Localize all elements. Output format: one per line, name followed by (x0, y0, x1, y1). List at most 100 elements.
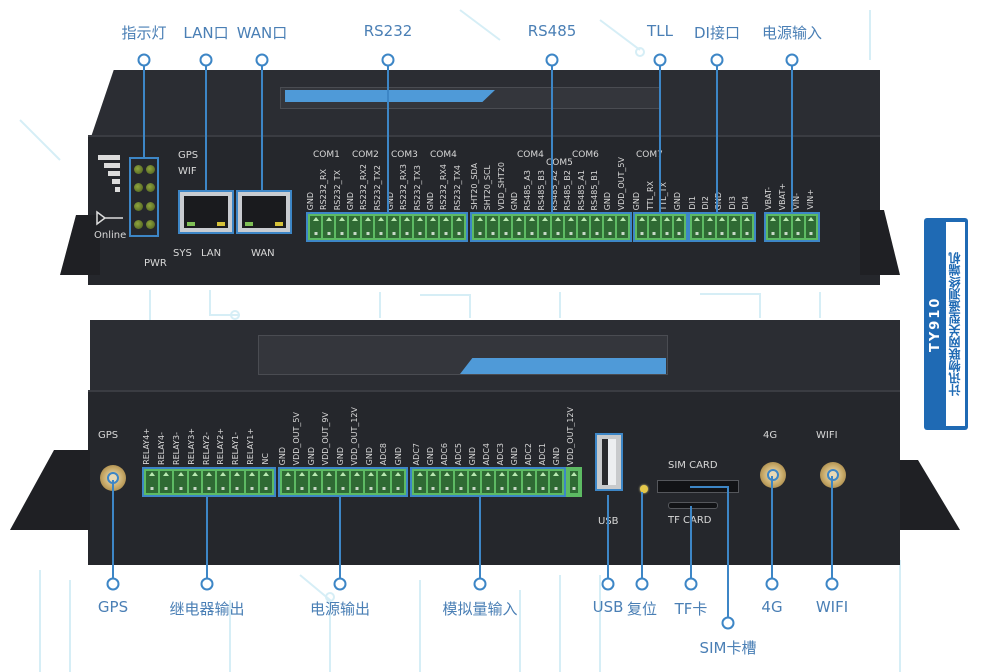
terminal-pin[interactable] (188, 471, 201, 493)
terminal-pin[interactable] (526, 216, 537, 238)
callout-wan-port: WAN口 (236, 24, 288, 42)
terminal-pin[interactable] (570, 471, 578, 493)
di-terminal-block[interactable] (688, 212, 756, 242)
pin-label: DI3 (727, 196, 737, 210)
relay-pin-labels: RELAY4+RELAY4-RELAY3-RELAY3+RELAY2-RELAY… (142, 395, 276, 465)
terminal-pin[interactable] (578, 216, 589, 238)
terminal-pin[interactable] (509, 471, 522, 493)
lan-port[interactable] (178, 190, 234, 234)
terminal-pin[interactable] (146, 471, 159, 493)
terminal-pin[interactable] (805, 216, 816, 238)
wan-port[interactable] (236, 190, 292, 234)
terminal-pin[interactable] (337, 471, 349, 493)
tf-leader-line (690, 506, 692, 582)
led-label-pwr: PWR (144, 258, 167, 269)
terminal-pin[interactable] (673, 216, 684, 238)
terminal-pin[interactable] (414, 216, 425, 238)
terminal-pin[interactable] (729, 216, 740, 238)
terminal-pin[interactable] (309, 471, 322, 493)
terminal-pin[interactable] (550, 471, 563, 493)
terminal-pin[interactable] (440, 216, 451, 238)
terminal-pin[interactable] (392, 471, 405, 493)
terminal-pin[interactable] (364, 471, 377, 493)
terminal-pin[interactable] (495, 471, 508, 493)
terminal-pin[interactable] (427, 471, 440, 493)
vdd12-terminal-block[interactable] (566, 467, 582, 497)
terminal-pin[interactable] (637, 216, 648, 238)
terminal-pin[interactable] (617, 216, 628, 238)
terminal-pin[interactable] (441, 471, 453, 493)
terminal-pin[interactable] (350, 471, 363, 493)
terminal-pin[interactable] (323, 471, 336, 493)
di-callout-dot (710, 53, 724, 67)
terminal-pin[interactable] (649, 216, 660, 238)
callout-rs485: RS485 (527, 22, 577, 40)
terminal-pin[interactable] (378, 471, 391, 493)
terminal-pin[interactable] (552, 216, 563, 238)
rs485-terminal-block[interactable] (470, 212, 632, 242)
terminal-pin[interactable] (716, 216, 728, 238)
terminal-pin[interactable] (388, 216, 399, 238)
pin-label: RS232_TX4 (452, 164, 462, 210)
terminal-pin[interactable] (780, 216, 791, 238)
terminal-pin[interactable] (482, 471, 494, 493)
terminal-pin[interactable] (231, 471, 244, 493)
terminal-pin[interactable] (591, 216, 602, 238)
terminal-pin[interactable] (468, 471, 481, 493)
terminal-pin[interactable] (513, 216, 524, 238)
terminal-pin[interactable] (453, 216, 464, 238)
terminal-pin[interactable] (414, 471, 426, 493)
power-output-terminal-block[interactable] (278, 467, 408, 497)
terminal-pin[interactable] (539, 216, 550, 238)
terminal-pin[interactable] (474, 216, 485, 238)
terminal-pin[interactable] (310, 216, 321, 238)
4g-antenna-connector[interactable] (760, 462, 786, 488)
terminal-pin[interactable] (336, 216, 347, 238)
terminal-pin[interactable] (282, 471, 294, 493)
terminal-pin[interactable] (604, 216, 615, 238)
ttl-terminal-block[interactable] (633, 212, 688, 242)
terminal-pin[interactable] (245, 471, 258, 493)
pin-label: GND (278, 446, 287, 465)
terminal-pin[interactable] (349, 216, 360, 238)
rs232-terminal-block[interactable] (306, 212, 468, 242)
terminal-pin[interactable] (375, 216, 386, 238)
pin-label: RELAY2- (201, 432, 211, 465)
led (134, 165, 143, 175)
usb-port[interactable] (595, 433, 623, 491)
terminal-pin[interactable] (500, 216, 511, 238)
terminal-pin[interactable] (323, 216, 334, 238)
terminal-pin[interactable] (704, 216, 715, 238)
terminal-pin[interactable] (160, 471, 173, 493)
pin-label: ADC2 (524, 442, 533, 465)
analog-input-terminal-block[interactable] (410, 467, 566, 497)
tf-card-slot[interactable] (668, 502, 718, 509)
terminal-pin[interactable] (741, 216, 753, 238)
terminal-pin[interactable] (427, 216, 438, 238)
terminal-pin[interactable] (487, 216, 498, 238)
terminal-pin[interactable] (217, 471, 230, 493)
terminal-pin[interactable] (295, 471, 308, 493)
terminal-pin[interactable] (202, 471, 216, 493)
terminal-pin[interactable] (259, 471, 272, 493)
power-input-terminal-block[interactable] (764, 212, 820, 242)
terminal-pin[interactable] (793, 216, 804, 238)
terminal-pin[interactable] (523, 471, 535, 493)
terminal-pin[interactable] (536, 471, 549, 493)
pin-label: RS232_RX2 (359, 163, 369, 210)
terminal-pin[interactable] (454, 471, 467, 493)
terminal-pin[interactable] (174, 471, 187, 493)
relay-output-terminal-block[interactable] (142, 467, 276, 497)
reset-button[interactable] (640, 485, 648, 493)
terminal-pin[interactable] (692, 216, 703, 238)
terminal-pin[interactable] (401, 216, 412, 238)
terminal-pin[interactable] (362, 216, 373, 238)
pin-label: RELAY1+ (246, 428, 256, 465)
sim-leader-line (690, 486, 729, 488)
terminal-pin[interactable] (661, 216, 672, 238)
terminal-pin[interactable] (768, 216, 779, 238)
callout-di: DI接口 (694, 24, 740, 42)
pin-label: RELAY1- (231, 432, 241, 465)
wifi-antenna-connector[interactable] (820, 462, 846, 488)
terminal-pin[interactable] (565, 216, 576, 238)
